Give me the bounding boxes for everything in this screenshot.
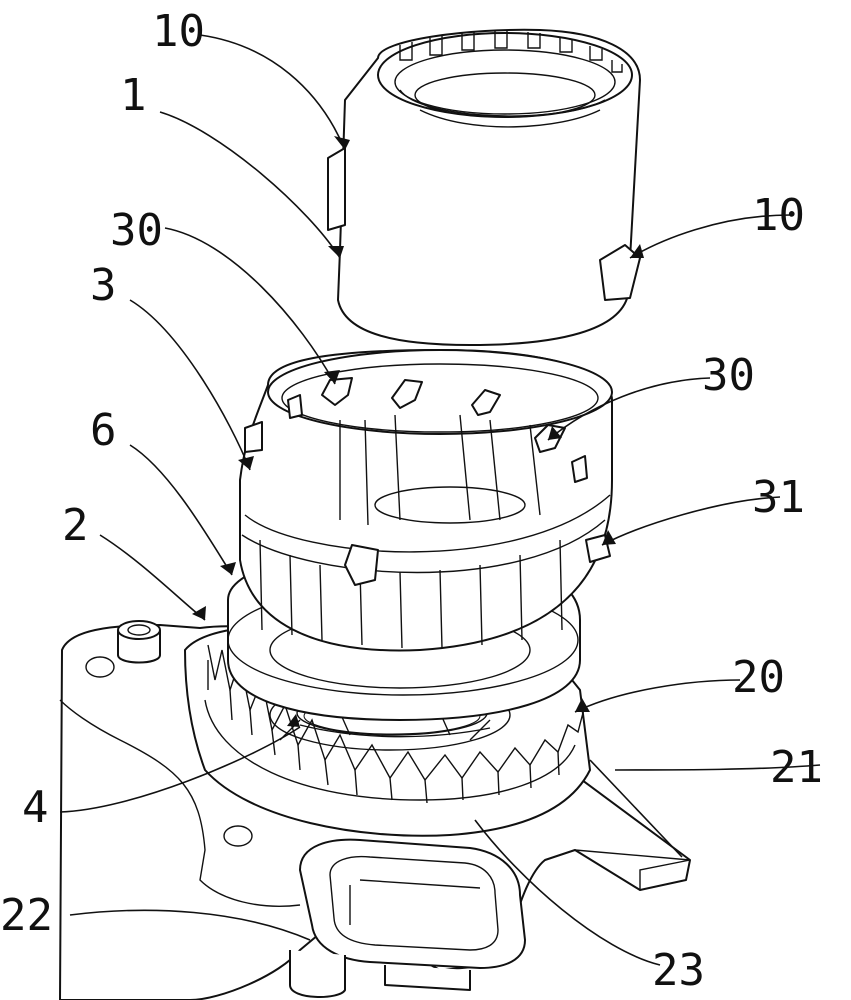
label-22: 22 (0, 890, 53, 941)
label-6: 6 (90, 405, 117, 456)
cap-catches (327, 147, 641, 301)
label-3: 3 (90, 260, 117, 311)
outer-cap (327, 28, 641, 346)
connector-frame (289, 838, 526, 998)
mounting-hole-right (223, 825, 253, 847)
label-20: 20 (732, 652, 785, 703)
mounting-hole-left (85, 656, 115, 678)
label-10-right: 10 (752, 190, 805, 241)
label-23: 23 (652, 945, 705, 996)
locating-pin (117, 620, 161, 664)
label-1: 1 (120, 70, 147, 121)
label-2: 2 (62, 500, 89, 551)
cap-rim-teeth (399, 31, 623, 73)
rotor-lugs (244, 394, 611, 563)
label-10-upper: 10 (152, 6, 205, 57)
label-4: 4 (22, 782, 49, 833)
leader-arrowheads (192, 136, 644, 727)
reference-numerals: 10 1 10 30 3 30 6 31 2 20 21 4 22 23 (0, 6, 823, 996)
inner-rotor (239, 349, 613, 652)
label-31: 31 (752, 472, 805, 523)
leader-lines (59, 34, 821, 966)
label-21: 21 (770, 742, 823, 793)
label-30-right: 30 (702, 350, 755, 401)
label-30-left: 30 (110, 205, 163, 256)
